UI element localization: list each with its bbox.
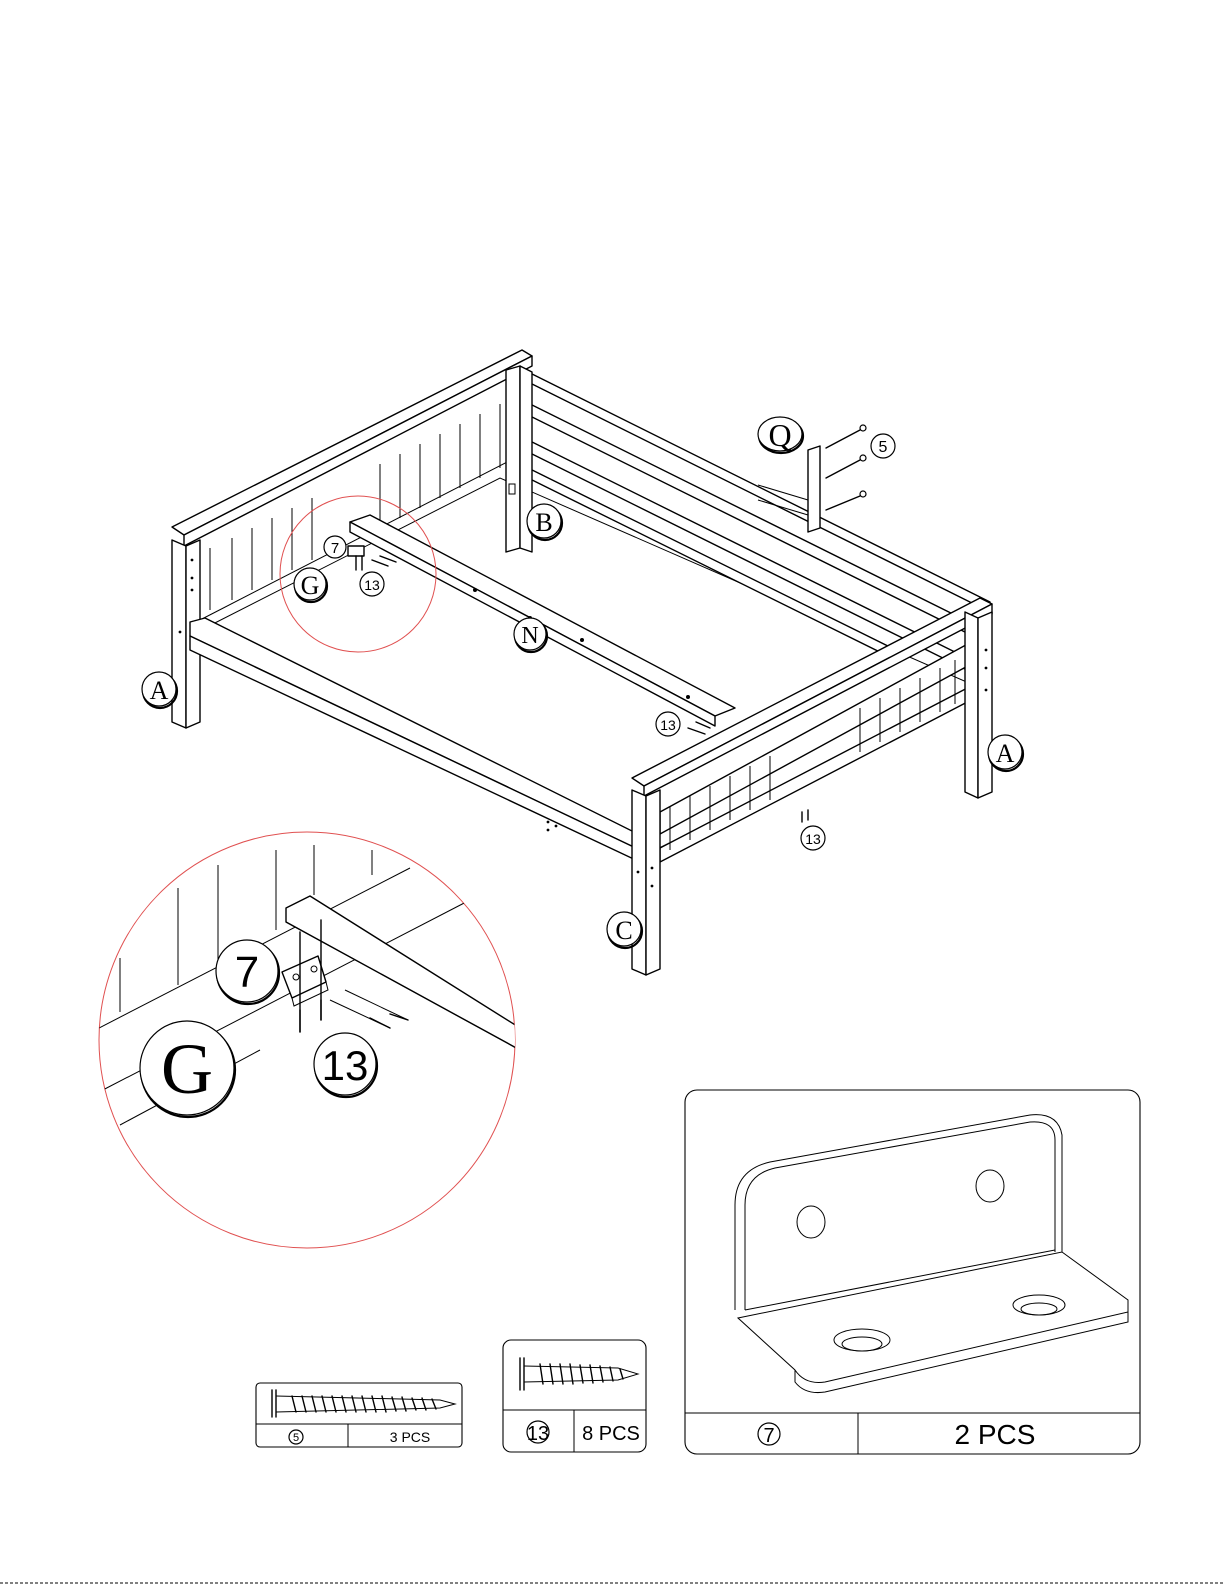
callout-c: C (607, 912, 642, 948)
label-g-large: G (161, 1029, 213, 1109)
hardware-card-5: 5 3 PCS (256, 1383, 462, 1447)
label-g-small: G (301, 571, 320, 600)
label-b: B (535, 508, 552, 537)
label-a-right: A (996, 739, 1015, 768)
hardware-7-qty: 2 PCS (955, 1419, 1036, 1450)
callout-7-small: 7 (324, 536, 346, 558)
callout-13-bottom: 13 (801, 826, 825, 850)
hardware-card-7: 7 2 PCS (685, 1090, 1140, 1454)
hardware-13-id: 13 (527, 1423, 549, 1445)
hardware-5-qty: 3 PCS (390, 1429, 430, 1445)
label-13-small: 13 (364, 577, 380, 593)
hardware-13-qty: 8 PCS (582, 1423, 640, 1445)
headboard (172, 350, 532, 728)
label-13-large: 13 (322, 1042, 369, 1089)
hardware-5-id: 5 (293, 1432, 299, 1444)
callout-q: Q (758, 417, 803, 453)
callout-13-large: 13 (314, 1033, 377, 1097)
callout-n: N (514, 618, 547, 652)
label-13-right: 13 (660, 717, 676, 733)
label-a-left: A (150, 676, 169, 705)
callout-a-left: A (142, 672, 177, 708)
guard-rail-screws (826, 425, 866, 510)
callout-b: B (527, 504, 562, 540)
guard-rail (758, 446, 820, 532)
hardware-7-id: 7 (763, 1425, 774, 1447)
callout-g-small: G (294, 568, 327, 602)
front-side-rail (190, 618, 640, 862)
label-q: Q (768, 417, 791, 453)
label-5: 5 (879, 439, 888, 456)
back-side-rail (520, 368, 990, 674)
callout-5: 5 (871, 434, 895, 458)
hardware-card-13: 13 8 PCS (503, 1340, 646, 1452)
detail-zoom: 7 G 13 (99, 832, 520, 1248)
label-7-large: 7 (235, 948, 259, 997)
label-n: N (521, 623, 538, 649)
label-13-bottom: 13 (805, 831, 821, 847)
label-c: C (615, 916, 632, 945)
callout-7-large: 7 (216, 940, 279, 1004)
callout-13-right: 13 (656, 712, 680, 736)
label-7-small: 7 (331, 540, 339, 557)
callout-a-right: A (988, 735, 1023, 771)
callout-13-small: 13 (360, 572, 384, 596)
callout-g-large: G (140, 1021, 235, 1117)
